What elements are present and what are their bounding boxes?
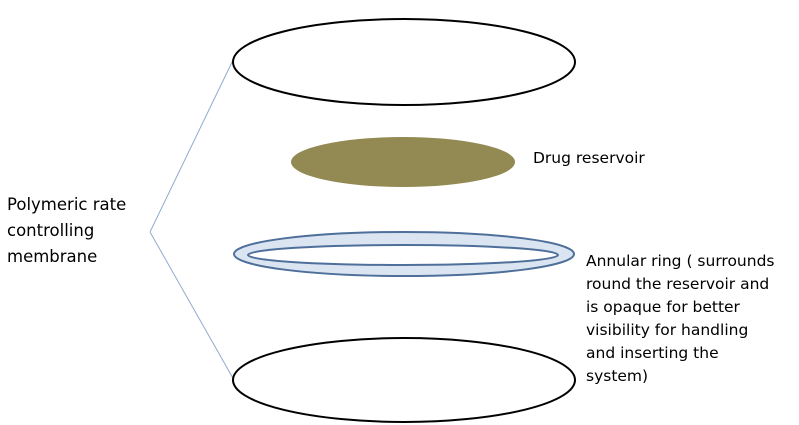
- reservoir-label: Drug reservoir: [533, 149, 645, 167]
- ring-label-line: system): [586, 367, 649, 385]
- membrane-label-line: controlling: [7, 221, 95, 240]
- connector-line-bottom: [149, 231, 235, 381]
- ring-label-line: visibility for handling: [586, 321, 749, 339]
- annular-ring-inner: [247, 244, 559, 266]
- connector-line-top: [149, 57, 235, 233]
- membrane-label: Polymeric rate controlling membrane: [7, 192, 126, 270]
- ring-label: Annular ring ( surrounds round the reser…: [586, 250, 775, 388]
- ring-label-line: Annular ring ( surrounds: [586, 252, 775, 270]
- membrane-label-line: Polymeric rate: [7, 195, 127, 214]
- ring-label-line: and inserting the: [586, 344, 719, 362]
- ring-label-line: round the reservoir and: [586, 275, 770, 293]
- drug-reservoir-ellipse: [291, 137, 515, 187]
- top-membrane-ellipse: [232, 18, 576, 106]
- ring-label-line: is opaque for better: [586, 298, 740, 316]
- bottom-membrane-ellipse: [232, 337, 576, 423]
- membrane-label-line: membrane: [7, 247, 98, 266]
